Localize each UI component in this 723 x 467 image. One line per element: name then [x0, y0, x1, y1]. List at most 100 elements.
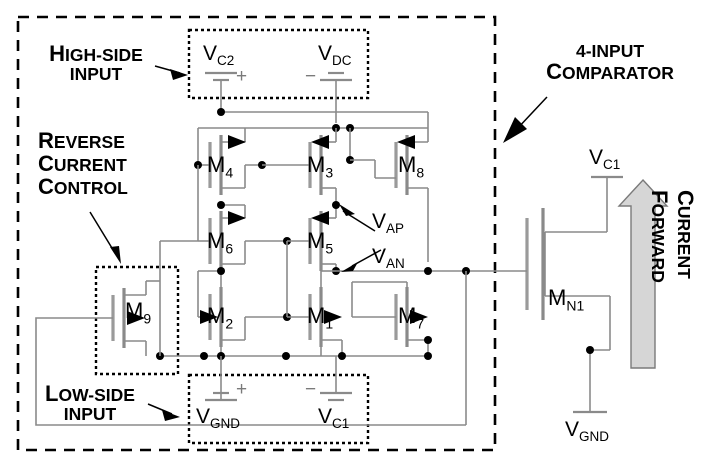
label-m7: M7 — [398, 303, 424, 331]
vap-leader — [339, 204, 376, 232]
vc1low-sub: C1 — [332, 416, 350, 432]
m9-sub: 9 — [143, 310, 152, 327]
m3-name: M — [307, 152, 326, 177]
m6-name: M — [207, 228, 226, 253]
comparator-leader — [503, 96, 548, 143]
comparator-boundary-box — [16, 15, 497, 452]
vc2-sub: C2 — [217, 53, 235, 69]
comparator-l2-rest: OMPARATOR — [562, 63, 674, 84]
vap-name: V — [372, 210, 387, 233]
label-output-vc1: VC1 — [589, 146, 620, 172]
reverse-current-leader — [89, 211, 121, 264]
label-m1: M1 — [307, 303, 333, 331]
high-side-rest: IGH-SIDE — [65, 45, 143, 65]
label-m4: M4 — [207, 152, 233, 180]
reverse-current-control-box — [94, 265, 180, 376]
source-label-vc2: VC2 — [203, 42, 234, 68]
output-vc1-symbol — [544, 175, 623, 296]
m8-sub: 8 — [416, 164, 425, 181]
fwd-l1-cap: F — [647, 190, 672, 204]
label-node-van: VAN — [372, 245, 405, 271]
m6-sub: 6 — [225, 240, 234, 257]
vc2-name: V — [203, 42, 218, 65]
low-side-line2: INPUT — [63, 404, 117, 425]
label-m2: M2 — [207, 303, 233, 331]
transistor-m2 — [197, 270, 287, 356]
vc1low-name: V — [318, 405, 333, 428]
m2-name: M — [207, 303, 226, 328]
source-vc1-low-symbol — [320, 356, 352, 402]
source-label-vdc: VDC — [318, 42, 352, 68]
vap-sub: AP — [386, 221, 405, 237]
transistor-m8 — [350, 128, 429, 262]
label-output-vgnd: VGND — [565, 418, 609, 444]
rcc-l2-rest: URRENT — [53, 155, 127, 176]
label-mn1: MN1 — [548, 285, 584, 313]
mn1-sub: N1 — [566, 297, 585, 314]
outvgnd-sub: GND — [579, 429, 610, 445]
junction-m4-drain-m6-source — [217, 201, 225, 209]
source-vdc-symbol — [320, 71, 352, 123]
bottom-feedback-loop — [35, 317, 466, 426]
source-vc2-symbol — [205, 71, 237, 112]
m4-sub: 4 — [225, 164, 234, 181]
label-node-vap: VAP — [372, 210, 404, 236]
junction-van-m7 — [424, 267, 432, 275]
source-vgnd-symbol — [205, 356, 237, 402]
label-high-side-input: HIGH-SIDE INPUT — [36, 41, 156, 85]
transistor-m9 — [60, 280, 161, 356]
label-m8: M8 — [398, 152, 424, 180]
junction-top-vc2 — [217, 108, 225, 116]
junction-mn1-source — [586, 346, 594, 354]
junction-m7-source — [424, 336, 432, 344]
fwd-l2-cap: C — [673, 190, 698, 206]
high-side-leader — [154, 65, 188, 80]
low-side-cap: L — [45, 381, 59, 406]
m7-sub: 7 — [416, 315, 425, 332]
label-m3: M3 — [307, 152, 333, 180]
mn1-name: M — [548, 285, 567, 310]
comparator-l2-cap: C — [546, 59, 563, 85]
transistor-m1 — [287, 271, 343, 356]
m7-name: M — [398, 303, 417, 328]
high-side-cap: H — [49, 41, 66, 66]
m8-name: M — [398, 152, 417, 177]
van-name: V — [372, 245, 387, 268]
forward-current-arrow — [617, 178, 669, 369]
source-label-vgnd: VGND — [196, 405, 240, 431]
label-low-side-input: LOW-SIDE INPUT — [30, 381, 150, 425]
fwd-l2-rest: URRENT — [674, 205, 694, 279]
outvgnd-name: V — [565, 418, 580, 441]
van-sub: AN — [386, 256, 405, 272]
vdc-name: V — [318, 42, 333, 65]
comparator-line1: 4-INPUT — [575, 41, 645, 61]
m5-name: M — [307, 228, 326, 253]
transistor-m6 — [197, 165, 287, 271]
source-label-vc1-low: VC1 — [318, 405, 349, 431]
m1-name: M — [307, 303, 326, 328]
m5-sub: 5 — [325, 240, 334, 257]
label-4-input-comparator: 4-INPUT COMPARATOR — [530, 41, 690, 85]
rcc-l1-cap: R — [38, 128, 54, 153]
high-side-line2: INPUT — [69, 64, 123, 85]
vgnd-sub: GND — [210, 416, 241, 432]
rcc-l1-rest: EVERSE — [53, 132, 125, 152]
label-m9: M9 — [125, 298, 151, 326]
m4-name: M — [207, 152, 226, 177]
junction-rail-vgnd — [282, 352, 290, 360]
transistor-m4 — [197, 128, 262, 195]
fwd-l1-rest: ORWARD — [648, 203, 668, 283]
van-leader — [341, 249, 382, 272]
polarity-vdc: − — [305, 66, 317, 87]
m2-sub: 2 — [225, 315, 234, 332]
rcc-l2-cap: C — [38, 151, 54, 177]
outvc1-name: V — [589, 146, 604, 169]
vdc-sub: DC — [332, 53, 352, 69]
low-side-leader — [147, 403, 180, 421]
polarity-vc1-low: − — [305, 379, 317, 400]
m3-sub: 3 — [325, 164, 334, 181]
outvc1-sub: C1 — [603, 157, 621, 173]
node-vap-junction — [332, 201, 340, 209]
